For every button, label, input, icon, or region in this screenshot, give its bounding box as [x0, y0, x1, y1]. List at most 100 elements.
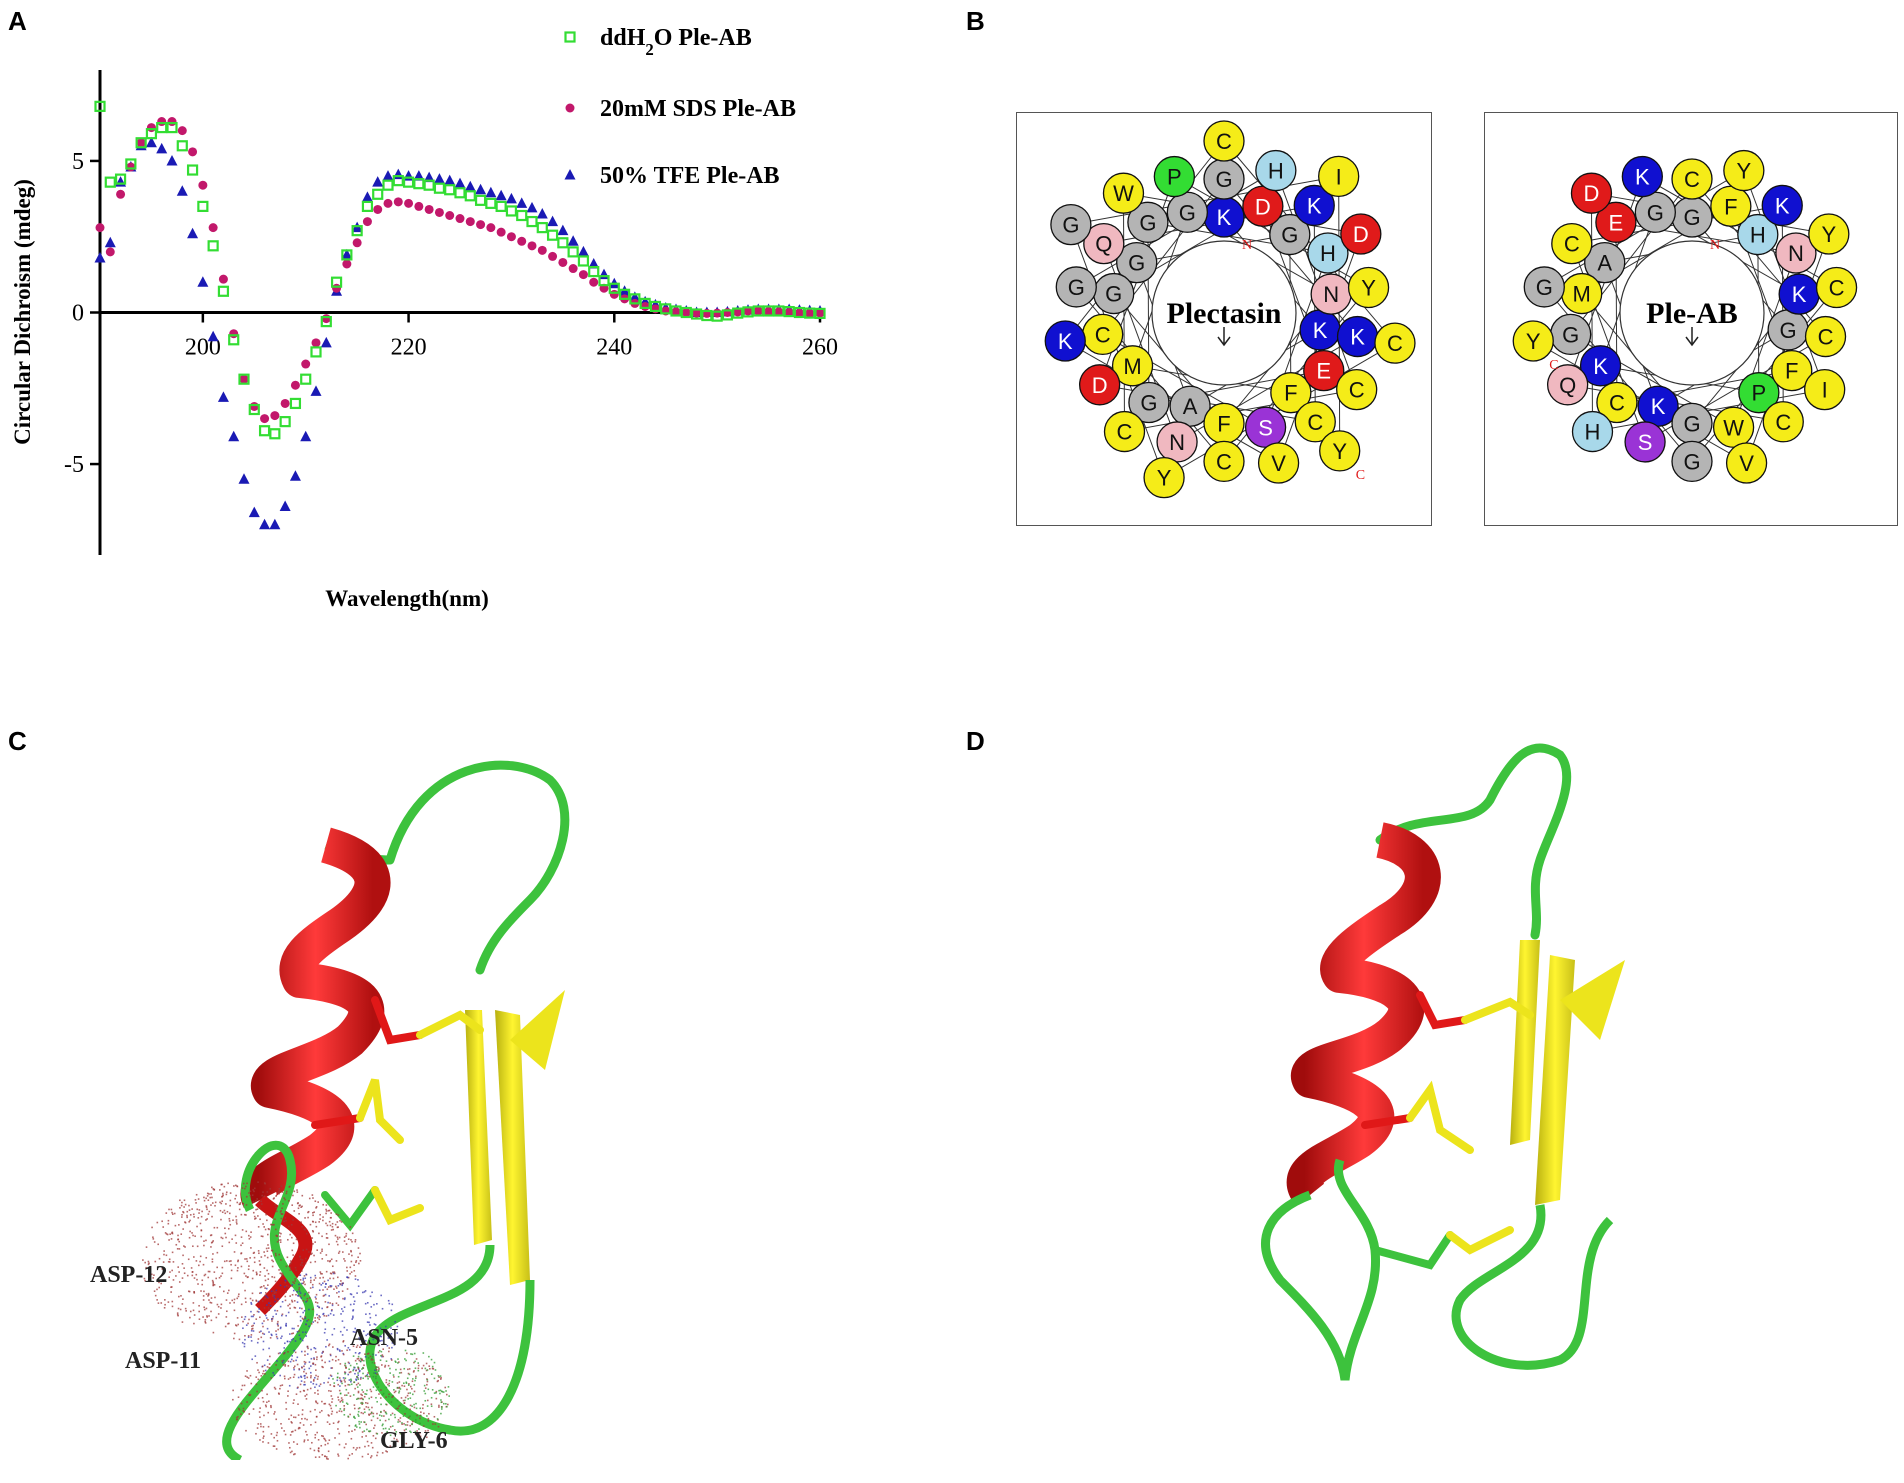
data-point [752, 305, 764, 317]
svg-text:K: K [1775, 193, 1790, 218]
svg-text:C: C [1216, 449, 1232, 474]
svg-text:G: G [1068, 275, 1085, 300]
residue-H: H [1255, 149, 1297, 192]
svg-text:Y: Y [1821, 222, 1836, 247]
data-point [270, 411, 280, 421]
x-tick-label: 220 [391, 335, 427, 361]
data-point [618, 288, 631, 300]
data-point [558, 257, 568, 267]
svg-text:N: N [1788, 241, 1804, 266]
residue-C: C [1103, 410, 1146, 453]
residue-C: C [1804, 315, 1847, 358]
residue-F: F [1203, 402, 1245, 445]
loop-n-terminal [222, 1140, 315, 1460]
svg-text:Y: Y [1332, 439, 1347, 464]
data-point [423, 171, 435, 183]
data-point [208, 223, 218, 233]
data-point [311, 338, 321, 348]
data-point [753, 306, 763, 316]
data-point [135, 137, 147, 149]
data-point [104, 236, 116, 248]
y-tick-label: 5 [72, 149, 84, 175]
residue-C: C [1294, 401, 1336, 443]
residue-C: C [1082, 313, 1124, 356]
data-point [475, 183, 487, 195]
x-tick-label: 260 [802, 335, 838, 361]
data-point [156, 142, 168, 154]
data-point [300, 430, 312, 442]
data-point [681, 308, 691, 317]
svg-text:H: H [1320, 241, 1336, 266]
svg-text:H: H [1268, 159, 1284, 184]
residue-I: I [1318, 155, 1360, 197]
svg-text:G: G [1647, 200, 1664, 225]
svg-text:Q: Q [1095, 232, 1112, 257]
svg-text:K: K [1313, 318, 1328, 343]
data-point [362, 217, 372, 227]
residue-G: G [1634, 191, 1676, 233]
svg-text:K: K [1593, 354, 1608, 379]
data-point [145, 128, 158, 140]
data-point [114, 173, 127, 185]
data-point [434, 207, 444, 217]
residue-H: H [1571, 410, 1614, 453]
data-point [423, 179, 435, 191]
chart-points [94, 100, 826, 530]
loop-bottom [1451, 1204, 1614, 1370]
data-point [382, 179, 394, 191]
svg-text:M: M [1573, 282, 1591, 307]
legend-label: 50% TFE Ple-AB [600, 163, 780, 189]
data-point [784, 308, 794, 317]
residue-D: D [1242, 185, 1284, 227]
residue-G: G [1166, 191, 1208, 233]
svg-text:N: N [1169, 430, 1185, 455]
residue-N: N [1156, 421, 1198, 463]
y-tick-label: 0 [72, 301, 84, 327]
data-point [94, 100, 106, 112]
x-axis-label: Wavelength(nm) [325, 586, 489, 611]
data-point [157, 117, 167, 127]
svg-text:C: C [1216, 129, 1232, 154]
residue-V: V [1725, 442, 1768, 484]
data-point [692, 308, 702, 318]
data-point [526, 215, 538, 228]
data-point [557, 237, 569, 249]
data-point [783, 305, 795, 318]
data-point [238, 473, 250, 484]
residue-G: G [1671, 402, 1713, 445]
data-point [145, 136, 157, 148]
residue-K: K [1336, 315, 1379, 358]
residue-W: W [1102, 172, 1145, 214]
residue-F: F [1771, 349, 1813, 392]
svg-text:S: S [1638, 430, 1653, 455]
residue-G: G [1671, 196, 1713, 238]
residue-S: S [1624, 421, 1666, 463]
data-point [577, 245, 589, 257]
wheel-diagram-plectasin: PlectasinKKAGGFMGNFGDEGGHSCGKNQKCDPYCGHC… [1044, 120, 1416, 499]
svg-text:W: W [1113, 181, 1134, 206]
data-point [588, 265, 600, 278]
data-point [814, 307, 826, 320]
residue-N: N [1310, 273, 1352, 315]
data-point [557, 224, 569, 236]
data-point [486, 223, 496, 233]
residue-D: D [1078, 364, 1121, 406]
residue-G: G [1127, 201, 1169, 243]
label-asn-5: ASN-5 [350, 1325, 418, 1351]
data-point [320, 315, 332, 328]
residue-G: G [1671, 440, 1713, 483]
svg-text:C: C [1684, 167, 1700, 192]
residue-I: I [1804, 368, 1846, 411]
data-point [485, 197, 497, 209]
data-point [445, 211, 455, 220]
data-point [444, 174, 456, 186]
residue-C: C [1374, 322, 1416, 364]
residue-G: G [1050, 203, 1092, 246]
data-point [506, 232, 516, 242]
wheel-center-label: Plectasin [1167, 297, 1282, 330]
data-point [660, 303, 672, 315]
svg-text:K: K [1792, 282, 1807, 307]
svg-text:G: G [1139, 210, 1156, 235]
